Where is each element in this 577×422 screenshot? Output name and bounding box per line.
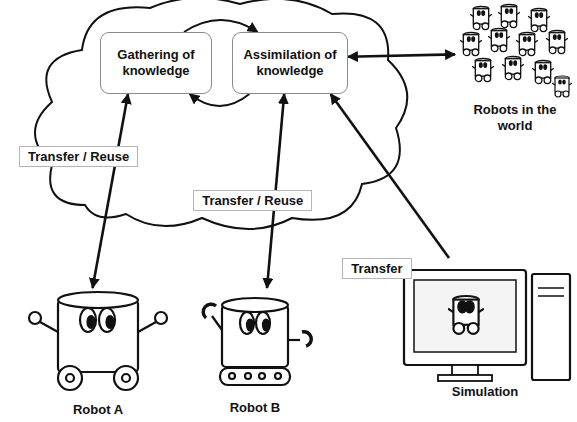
process-box: Gathering of knowledge bbox=[100, 32, 212, 94]
figure-label: Robots in the world bbox=[455, 102, 575, 135]
robot-crowd-node: Robots in the world bbox=[455, 0, 575, 136]
robot-crowd bbox=[460, 5, 572, 98]
transfer-arrow bbox=[93, 94, 128, 288]
figure-label: Robot B bbox=[195, 400, 315, 416]
transfer-arrow bbox=[184, 20, 258, 32]
transfer-arrow bbox=[331, 94, 449, 258]
box-label: Assimilation of knowledge bbox=[241, 47, 339, 80]
figure-label: Simulation bbox=[395, 384, 575, 400]
transfer-arrow bbox=[348, 54, 455, 56]
edge-label: Transfer bbox=[342, 258, 411, 279]
box-label: Gathering of knowledge bbox=[109, 47, 203, 80]
process-box: Assimilation of knowledge bbox=[232, 32, 348, 94]
computer-figure bbox=[404, 270, 570, 381]
edge-label: Transfer / Reuse bbox=[193, 190, 312, 211]
robot-node: Robot A bbox=[30, 288, 166, 420]
simulation-node: Simulation bbox=[395, 258, 575, 402]
robot-a-figure bbox=[29, 292, 167, 390]
figure-label: Robot A bbox=[30, 402, 166, 418]
knowledge-cloud bbox=[35, 0, 407, 229]
robot-b-figure bbox=[203, 298, 311, 385]
transfer-arrow bbox=[190, 94, 250, 106]
edge-label: Transfer / Reuse bbox=[19, 146, 138, 167]
robot-node: Robot B bbox=[195, 288, 315, 418]
